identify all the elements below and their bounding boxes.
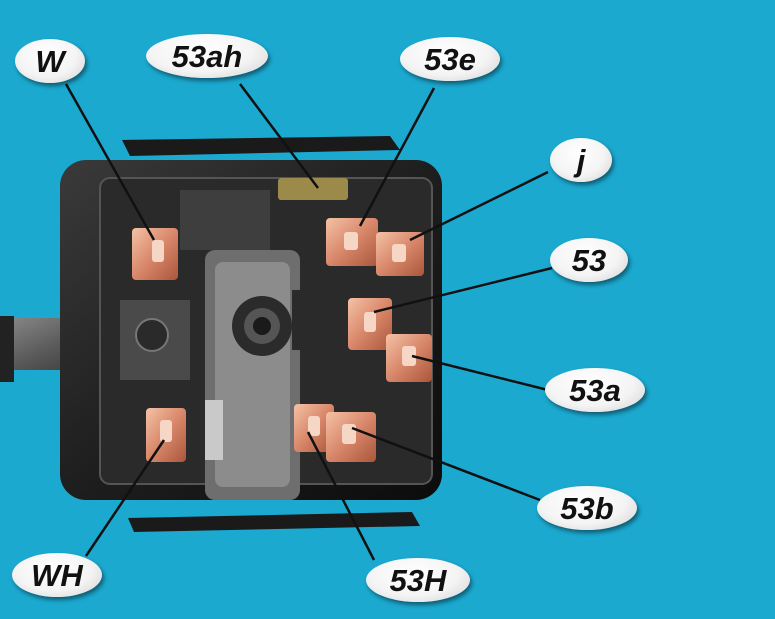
terminal-53e — [326, 218, 378, 266]
terminal-53ah — [278, 178, 348, 200]
leader-line-53h — [306, 431, 376, 561]
central-actuator — [205, 250, 352, 500]
leader-line-j — [409, 170, 549, 242]
label-53: 53 — [550, 238, 628, 282]
terminal-53 — [348, 298, 392, 350]
terminal-j — [376, 232, 424, 276]
leader-lines — [64, 83, 553, 561]
label-wh: WH — [12, 553, 102, 597]
label-53e: 53e — [400, 37, 500, 81]
mounting-brackets — [122, 136, 420, 532]
label-53a: 53a — [545, 368, 645, 412]
terminal-w — [132, 228, 178, 280]
leader-line-53a — [411, 354, 549, 392]
label-j: j — [550, 138, 612, 182]
leader-line-53ah — [239, 83, 319, 189]
label-53b: 53b — [537, 486, 637, 530]
terminal-53b — [326, 412, 376, 462]
leader-line-53b — [351, 426, 541, 502]
terminal-53a — [386, 334, 432, 382]
label-w: W — [15, 39, 85, 83]
leader-line-w — [64, 83, 156, 241]
leader-line-53 — [373, 266, 553, 314]
leader-line-wh — [84, 439, 166, 557]
terminal-wh — [146, 408, 186, 462]
terminal-53h — [294, 404, 334, 452]
leader-line-53e — [358, 87, 436, 227]
label-53ah: 53ah — [146, 34, 268, 78]
label-53h: 53H — [366, 558, 470, 602]
